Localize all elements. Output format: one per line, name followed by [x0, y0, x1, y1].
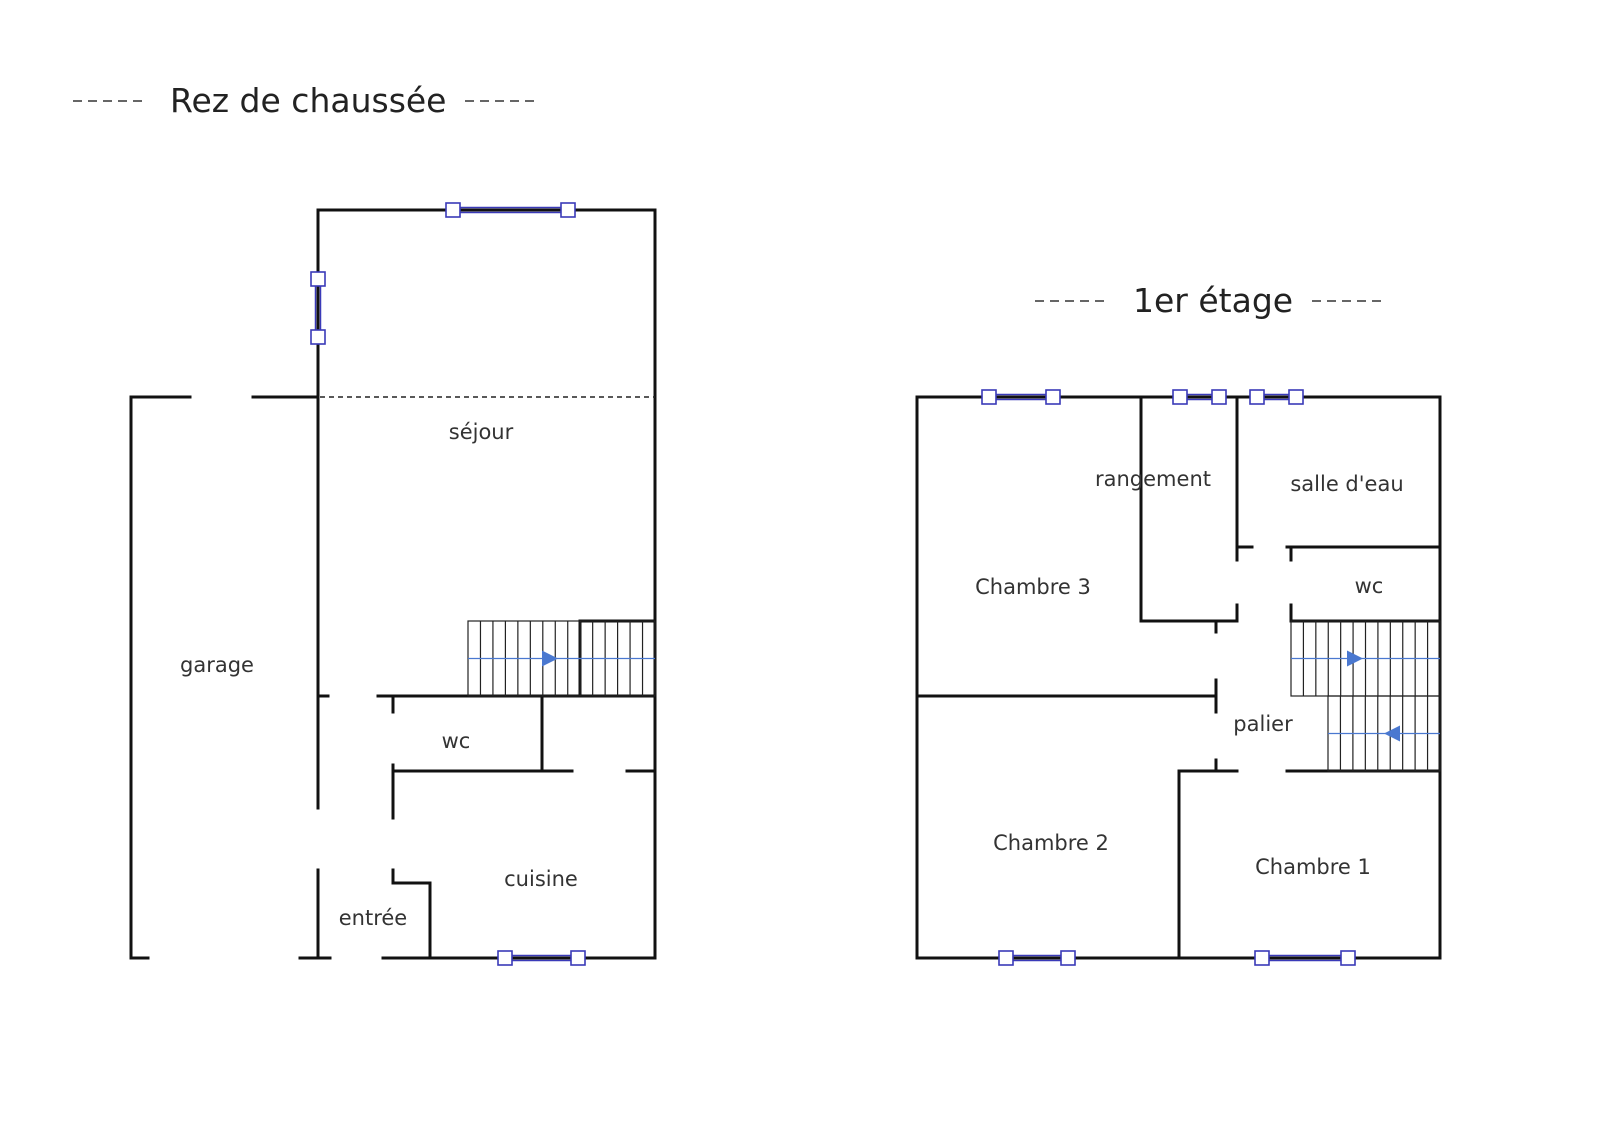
ground-floor-staircase: [467, 620, 656, 697]
stair-arrow-icon: [542, 650, 558, 667]
window-frame: [998, 950, 1014, 966]
first-floor-staircase: [1290, 620, 1441, 772]
room-label-chambre-3: Chambre 3: [975, 575, 1091, 599]
room-label-salle-deau: salle d'eau: [1290, 472, 1403, 496]
window-frame: [981, 389, 997, 405]
window-frame: [1254, 950, 1270, 966]
window-frame: [310, 329, 326, 345]
window-frame: [1172, 389, 1188, 405]
window: [1254, 950, 1356, 966]
first-floor-title: 1er étage: [1133, 281, 1293, 320]
ground-floor-walls: [129, 208, 657, 960]
room-label-sejour: séjour: [449, 420, 514, 444]
room-label-wc: wc: [1355, 574, 1384, 598]
stair-arrow-icon: [1347, 650, 1363, 667]
window-frame: [310, 271, 326, 287]
first-floor-heading: 1er étage: [1035, 281, 1387, 320]
window: [1249, 389, 1304, 405]
window-frame: [1249, 389, 1265, 405]
windows: [310, 202, 1356, 966]
window-frame: [445, 202, 461, 218]
window-frame: [497, 950, 513, 966]
ground-floor-heading: Rez de chaussée: [73, 81, 540, 120]
room-label-garage: garage: [180, 653, 254, 677]
stair-arrow-icon: [1384, 725, 1400, 742]
window-frame: [1340, 950, 1356, 966]
window: [445, 202, 576, 218]
window-frame: [1045, 389, 1061, 405]
room-label-chambre-1: Chambre 1: [1255, 855, 1371, 879]
ground-floor-title: Rez de chaussée: [170, 81, 447, 120]
room-label-wc: wc: [442, 729, 471, 753]
window: [497, 950, 586, 966]
room-label-rangement: rangement: [1095, 467, 1211, 491]
room-label-entree: entrée: [339, 906, 407, 930]
window-frame: [1288, 389, 1304, 405]
window: [998, 950, 1076, 966]
room-label-cuisine: cuisine: [504, 867, 578, 891]
room-label-chambre-2: Chambre 2: [993, 831, 1109, 855]
room-label-palier: palier: [1233, 712, 1293, 736]
window: [981, 389, 1061, 405]
window-frame: [560, 202, 576, 218]
window: [310, 271, 326, 345]
window: [1172, 389, 1227, 405]
window-frame: [570, 950, 586, 966]
window-frame: [1060, 950, 1076, 966]
window-frame: [1211, 389, 1227, 405]
